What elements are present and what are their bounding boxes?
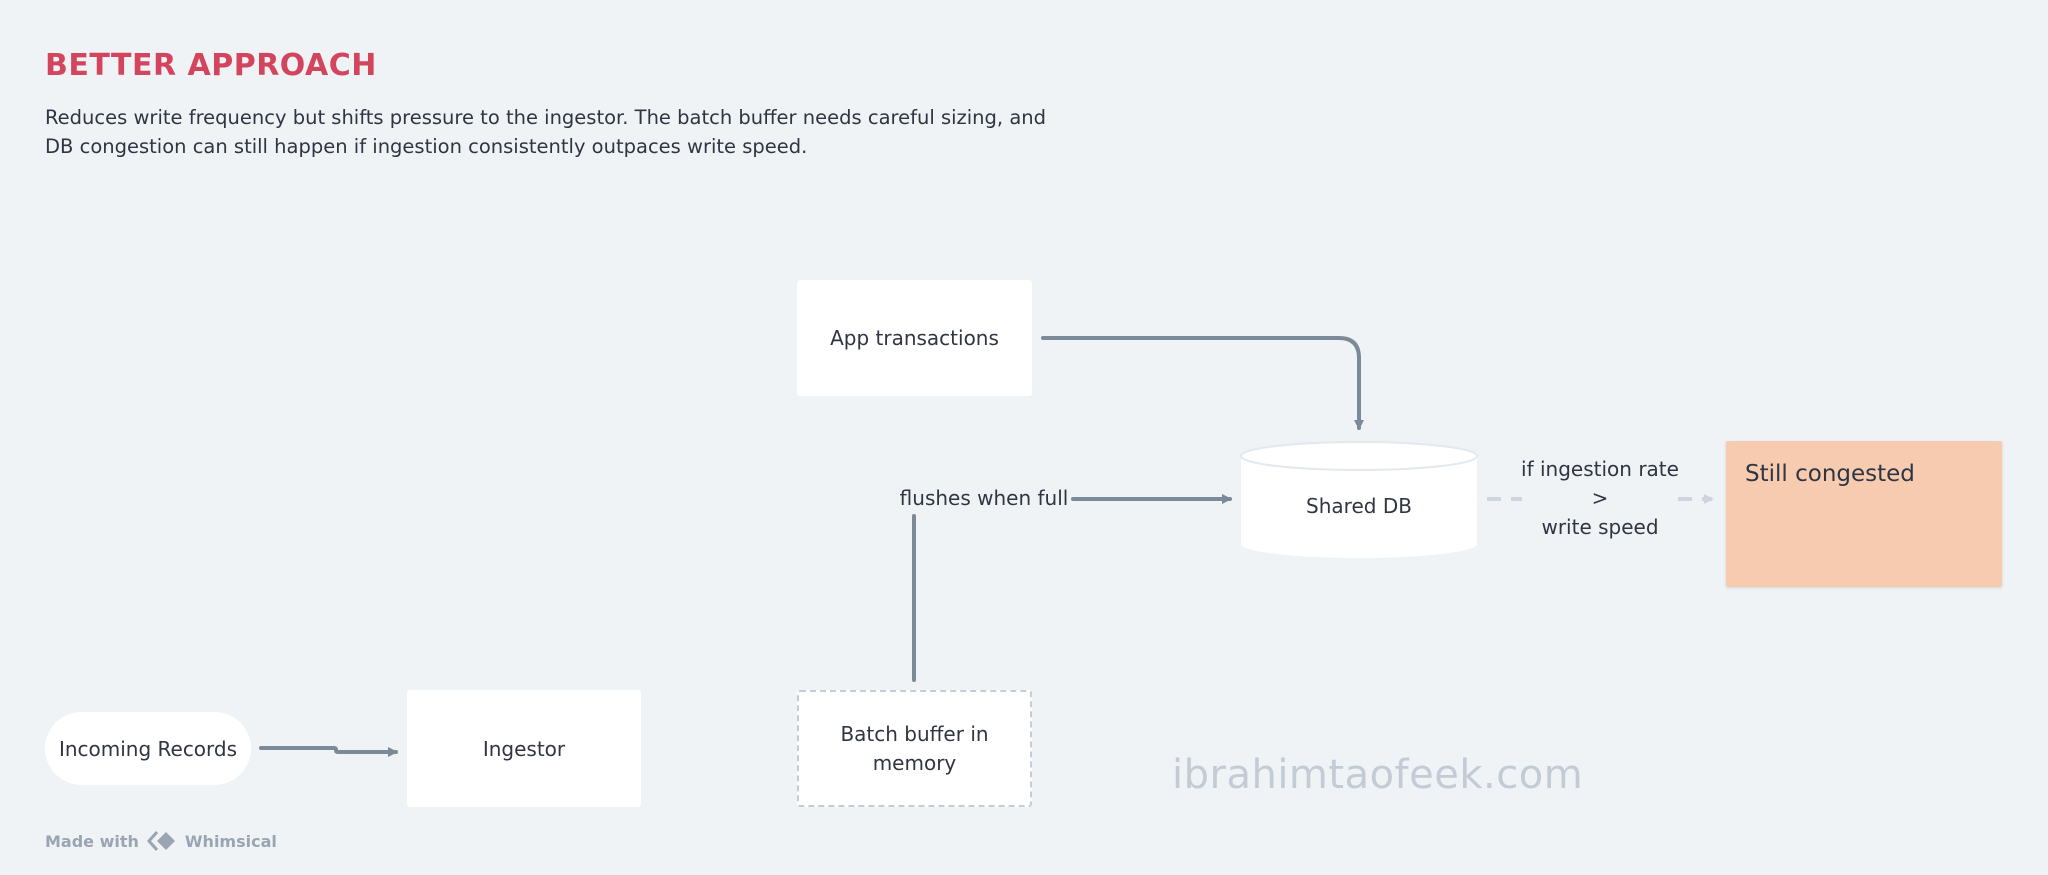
whimsical-logo-icon <box>146 830 179 852</box>
incoming-records-node[interactable]: Incoming Records <box>45 712 251 785</box>
shared-db-label: Shared DB <box>1306 494 1412 518</box>
connector-app-to-db <box>1041 336 1364 430</box>
made-with-text: Made with <box>45 831 139 851</box>
watermark: ibrahimtaofeek.com <box>1172 752 1584 798</box>
ingestor-node[interactable]: Ingestor <box>407 690 641 807</box>
description: Reduces write frequency but shifts press… <box>45 106 1047 158</box>
incoming-records-label: Incoming Records <box>58 736 238 761</box>
app-transactions-node[interactable]: App transactions <box>797 280 1032 396</box>
page-title: BETTER APPROACH <box>45 48 377 83</box>
made-with-badge[interactable]: Made with Whimsical <box>45 830 277 852</box>
condition-label: if ingestion rate > write speed <box>1512 455 1688 542</box>
whimsical-brand: Whimsical <box>184 831 277 851</box>
batch-buffer-label: Batch buffer in memory <box>840 721 989 775</box>
app-transactions-label: App transactions <box>830 326 999 350</box>
condition-line-2: > <box>1591 486 1609 510</box>
ingestor-label: Ingestor <box>482 736 566 761</box>
sticky-note-text: Still congested <box>1745 461 1915 487</box>
condition-line-1: if ingestion rate <box>1521 457 1679 481</box>
sticky-note[interactable]: Still congested <box>1726 441 2002 587</box>
batch-buffer-node[interactable]: Batch buffer in memory <box>797 690 1032 807</box>
condition-line-3: write speed <box>1541 515 1659 539</box>
shared-db-cylinder[interactable] <box>1240 441 1478 558</box>
flush-label: flushes when full <box>899 486 1069 510</box>
connector-incoming-to-ingestor <box>259 746 398 757</box>
